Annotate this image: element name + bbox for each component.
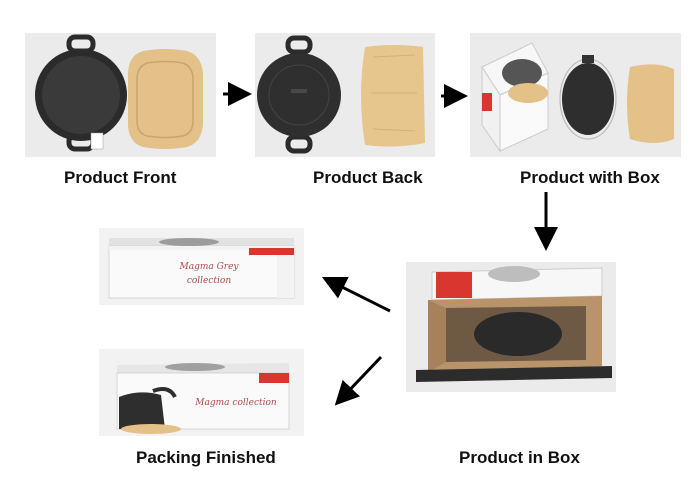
photo-product-with-box bbox=[470, 33, 681, 157]
product-with-box-illustration bbox=[481, 42, 674, 153]
photo-product-back bbox=[255, 33, 435, 157]
photo-packed-box-collection: Magma Grey collection bbox=[99, 228, 304, 305]
packing-finished-illustration bbox=[116, 363, 290, 434]
product-in-box-illustration bbox=[416, 266, 612, 382]
product-back-illustration bbox=[257, 35, 425, 154]
caption-product-with-box: Product with Box bbox=[520, 168, 660, 187]
caption-product-front: Product Front bbox=[64, 168, 177, 187]
box-print-line-1: Magma Grey bbox=[179, 262, 239, 272]
box-print-finished: Magma collection bbox=[195, 398, 277, 408]
caption-packing-finished: Packing Finished bbox=[136, 448, 276, 467]
product-front-illustration bbox=[35, 34, 203, 152]
photo-product-front bbox=[25, 33, 216, 157]
arrow-to-packing-finished bbox=[334, 355, 383, 406]
caption-product-in-box: Product in Box bbox=[459, 448, 580, 467]
packed-box-illustration bbox=[108, 238, 295, 299]
arrow-in-box-to-collection-box bbox=[321, 276, 391, 313]
caption-product-back: Product Back bbox=[313, 168, 423, 187]
photo-packing-finished: Magma collection bbox=[99, 349, 304, 436]
photo-product-in-box bbox=[406, 262, 616, 392]
box-print-line-2: collection bbox=[186, 276, 232, 286]
